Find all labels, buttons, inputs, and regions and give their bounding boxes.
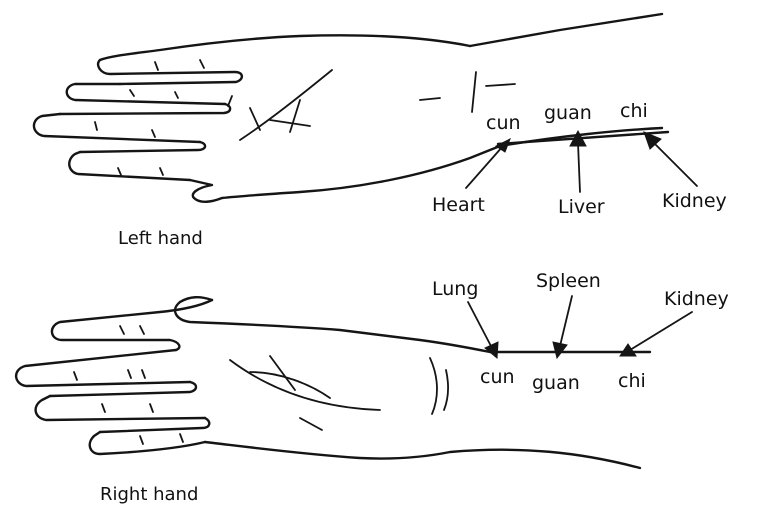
heart-label: Heart [432, 196, 485, 215]
right-cun-label: cun [480, 368, 515, 387]
right-hand-caption: Right hand [100, 486, 198, 504]
right-kidney-label: Kidney [664, 290, 729, 309]
left-chi-label: chi [620, 102, 648, 121]
left-kidney-label: Kidney [662, 192, 727, 211]
right-hand-drawing [16, 296, 692, 468]
lung-label: Lung [432, 280, 478, 299]
liver-label: Liver [558, 198, 605, 217]
right-guan-label: guan [532, 374, 580, 393]
right-chi-label: chi [618, 372, 646, 391]
left-guan-label: guan [544, 104, 592, 123]
left-cun-label: cun [486, 114, 521, 133]
left-hand-caption: Left hand [118, 230, 203, 248]
spleen-label: Spleen [536, 272, 601, 291]
left-hand-drawing [34, 14, 697, 202]
